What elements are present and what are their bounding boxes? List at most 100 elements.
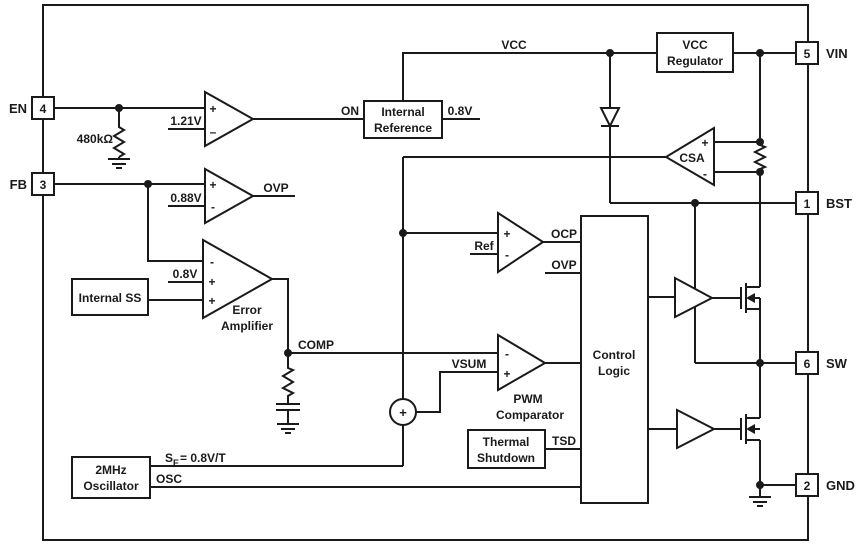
pin-label-bst: BST (826, 196, 852, 211)
en-pulldown-resistor (112, 108, 126, 158)
pin-number-bst: 1 (804, 197, 811, 211)
sense-resistor (752, 142, 768, 172)
ovp-comp-minus-sign: - (211, 200, 215, 214)
hs-body-arrow-icon (746, 293, 755, 303)
pin-box-fb (31, 172, 55, 196)
enable-comparator (204, 90, 256, 148)
high-side-driver (674, 276, 715, 319)
junction-dot (756, 168, 764, 176)
se-net-label-sub: E (173, 458, 179, 468)
ea-plus2-sign: + (208, 294, 215, 308)
vsum-net-label: VSUM (452, 357, 487, 371)
pwm-minus-sign: - (505, 347, 509, 361)
error-amplifier-name-1: Error (232, 303, 262, 317)
ls-body-arrow-icon (746, 424, 755, 434)
comp-resistor (280, 353, 296, 404)
comp-ground-symbol (277, 410, 299, 434)
en-comp-minus-sign: – (210, 125, 217, 139)
ea-minus-sign: - (210, 255, 214, 269)
en-comp-ref-label: 1.21V (170, 114, 201, 128)
wires (54, 52, 796, 507)
pwm-comparator (497, 333, 547, 392)
comp-capacitor (276, 403, 300, 411)
pin-label-fb: FB (10, 177, 27, 192)
low-side-driver (676, 408, 717, 450)
junction-dots (115, 49, 764, 489)
ocp-plus-sign: + (503, 227, 510, 241)
tsd-net-label: TSD (552, 434, 576, 448)
summing-junction (389, 398, 417, 426)
error-amplifier-name-2: Amplifier (221, 319, 273, 333)
pin-number-en: 4 (40, 102, 47, 116)
wire-comp (272, 278, 498, 354)
ocp-comparator (497, 211, 545, 274)
labels: 4 3 5 1 6 2 EN FB VIN BST SW GND Interna… (9, 38, 855, 493)
vcc-regulator-label-2: Regulator (667, 54, 723, 68)
low-side-mosfet (740, 414, 760, 444)
pin-box-en (31, 96, 55, 120)
control-logic-label-1: Control (593, 348, 636, 362)
summing-plus-sign: + (399, 405, 407, 420)
junction-dot (756, 49, 764, 57)
control-logic-label-2: Logic (598, 364, 630, 378)
junction-dot (284, 349, 292, 357)
internal-reference-label-2: Reference (374, 121, 432, 135)
ocp-output-label: OCP (551, 227, 577, 241)
pin-box-sw (795, 351, 819, 375)
blocks (71, 32, 734, 504)
pin-label-gnd: GND (826, 478, 855, 493)
en-ground-symbol (108, 157, 130, 169)
csa-plus-sign: + (701, 136, 708, 150)
internal-reference-label-1: Internal (381, 105, 424, 119)
oscillator-block (71, 456, 151, 499)
bootstrap-diode (599, 107, 621, 129)
junction-dot (691, 199, 699, 207)
amplifiers (202, 90, 717, 450)
ea-ref-label: 0.8V (173, 267, 198, 281)
junction-dot (756, 359, 764, 367)
ovp-comp-ref-label: 0.88V (170, 191, 201, 205)
pin-box-vin (795, 41, 819, 65)
internal-reference-block (363, 100, 443, 139)
csa-amplifier (664, 126, 715, 187)
internal-ss-label: Internal SS (79, 291, 142, 305)
pin-label-en: EN (9, 101, 27, 116)
pwm-comparator-name-1: PWM (513, 392, 542, 406)
thermal-shutdown-block (467, 429, 546, 469)
junction-dot (144, 180, 152, 188)
error-amplifier (202, 238, 275, 320)
wire-fb-to-ea (147, 184, 203, 262)
ovp-comp-plus-sign: + (209, 178, 216, 192)
ref-out-label: 0.8V (448, 104, 473, 118)
junction-dot (115, 104, 123, 112)
junction-dot (756, 138, 764, 146)
pwm-plus-sign: + (503, 367, 510, 381)
vcc-regulator-label-1: VCC (682, 38, 708, 52)
pin-box-gnd (795, 473, 819, 497)
junction-dot (756, 481, 764, 489)
pin-boxes (31, 41, 819, 497)
csa-label: CSA (679, 151, 705, 165)
en-resistor-label: 480kΩ (77, 132, 114, 146)
high-side-mosfet (740, 283, 760, 313)
ovp-to-logic-label: OVP (551, 258, 576, 272)
wire-vcc (402, 52, 657, 101)
pin-number-vin: 5 (804, 47, 811, 61)
vcc-net-label: VCC (501, 38, 527, 52)
gnd-ground-symbol (749, 485, 771, 507)
junction-dot (606, 49, 614, 57)
ocp-ref-label: Ref (474, 239, 494, 253)
ic-boundary (42, 4, 809, 541)
oscillator-label-2: Oscillator (83, 479, 139, 493)
en-comp-plus-sign: + (209, 102, 216, 116)
oscillator-label-1: 2MHz (95, 463, 126, 477)
diode-anode (599, 107, 621, 129)
thermal-shutdown-label-2: Shutdown (477, 451, 535, 465)
vcc-regulator-block (656, 32, 734, 73)
pin-box-bst (795, 191, 819, 215)
pwm-comparator-name-2: Comparator (496, 408, 564, 422)
pin-label-vin: VIN (826, 46, 848, 61)
osc-net-label: OSC (156, 472, 182, 486)
